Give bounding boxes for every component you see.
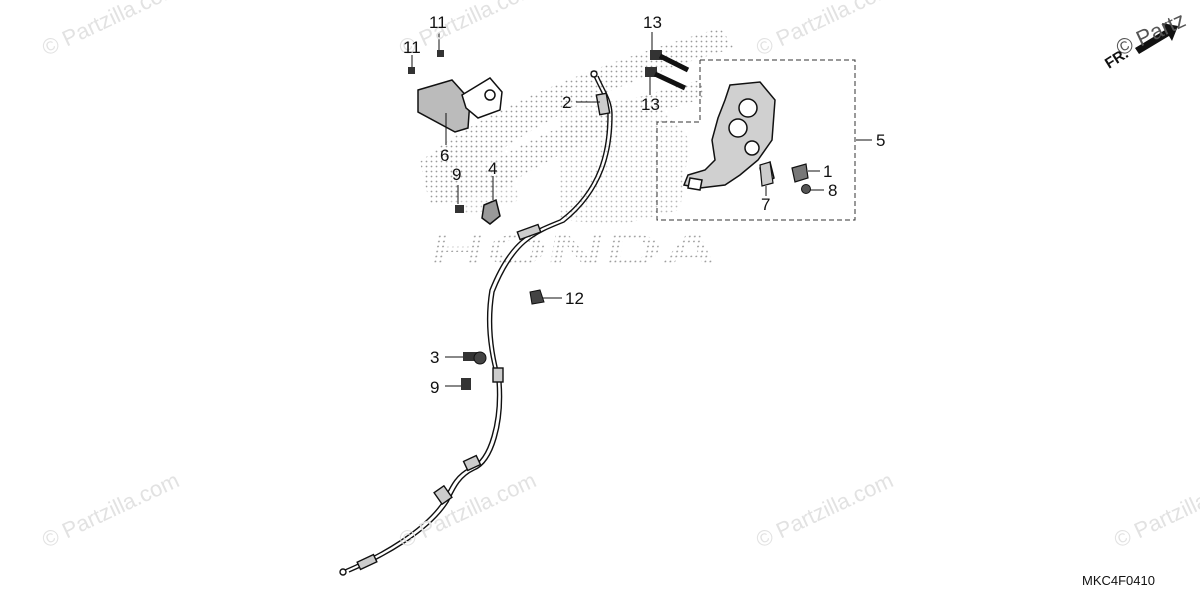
brake-cable-part-2 <box>339 70 613 576</box>
callout-9: 9 <box>430 378 440 397</box>
bolt-part-9-lower <box>461 378 471 390</box>
diagram-code: MKC4F0410 <box>1082 573 1155 588</box>
clamp-part-4 <box>481 198 501 225</box>
switch-part-1 <box>791 163 809 183</box>
front-direction-arrow <box>1135 23 1178 54</box>
callout-1: 1 <box>823 162 833 181</box>
bolt-part-13-upper <box>650 50 690 73</box>
callout-13: 13 <box>643 13 662 32</box>
callout-4: 4 <box>488 159 498 178</box>
callout-3: 3 <box>430 348 440 367</box>
bracket-assembly-part-5 <box>682 81 776 191</box>
callout-7: 7 <box>761 195 771 214</box>
clip-part-12 <box>529 289 545 305</box>
callout-5: 5 <box>876 131 886 150</box>
callout-13: 13 <box>641 95 660 114</box>
cover-part-6 <box>417 77 503 133</box>
clamp-part-3 <box>463 351 487 365</box>
bolt-part-11-a <box>437 50 444 57</box>
bolt-part-13-lower <box>645 67 687 91</box>
honda-wordmark: HONDA <box>425 226 724 275</box>
assembly-box-5 <box>656 59 856 221</box>
callout-11: 11 <box>429 13 447 32</box>
leader-lines <box>411 32 872 387</box>
callout-8: 8 <box>828 181 838 200</box>
callout-11: 11 <box>403 38 421 57</box>
nut-part-8 <box>801 184 811 194</box>
callout-2: 2 <box>562 93 572 112</box>
callout-9: 9 <box>452 165 462 184</box>
bushing-part-7 <box>759 161 774 187</box>
bolt-part-9-upper <box>455 205 464 213</box>
callout-12: 12 <box>565 289 584 308</box>
callout-6: 6 <box>440 146 450 165</box>
bolt-part-11-b <box>408 67 415 74</box>
